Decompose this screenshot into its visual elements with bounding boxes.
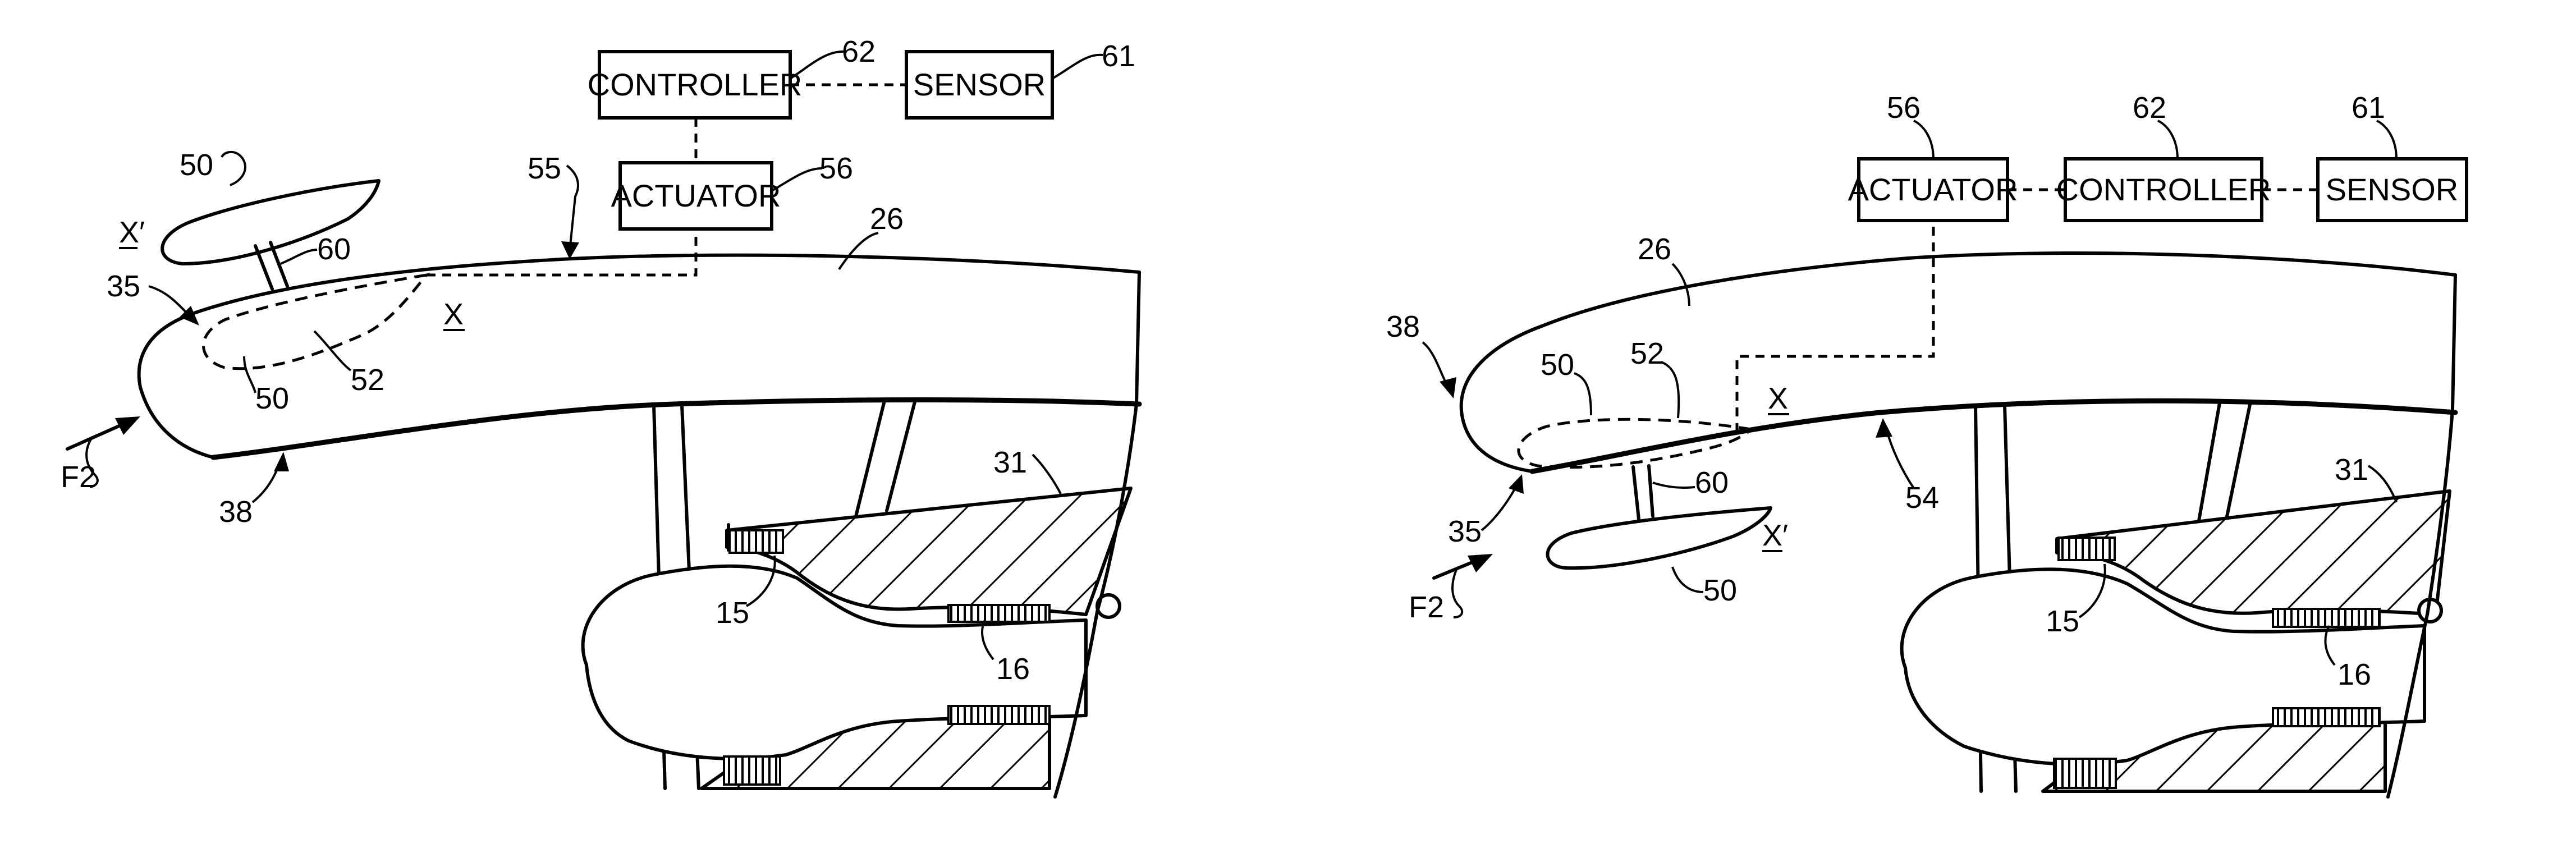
left-arrowhead-55 (561, 241, 579, 259)
right-ref-26: 26 (1638, 232, 1671, 266)
left-ref-38: 38 (219, 495, 253, 529)
right-flow-leader (1452, 570, 1462, 617)
right-ref-52: 52 (1630, 337, 1664, 370)
right-leader-56 (1914, 121, 1933, 159)
right-stowed-vane-outline (1519, 419, 1751, 467)
right-leader-26 (1672, 264, 1689, 306)
right-controller-label: CONTROLLER (2056, 172, 2271, 207)
right-nacelle-26 (1461, 253, 2455, 471)
right-strut-line (2225, 402, 2250, 525)
left-ref-55: 55 (528, 152, 561, 185)
left-controller-label: CONTROLLER (588, 67, 803, 102)
right-actuator-label: ACTUATOR (1848, 172, 2018, 207)
right-fan-blades-15 (2059, 538, 2115, 560)
left-leader-60 (281, 250, 317, 264)
right-fan-blades-lower (2054, 759, 2116, 788)
left-fan-blades-lower (724, 756, 780, 785)
left-ref-52: 52 (351, 363, 384, 397)
right-view: ACTUATOR CONTROLLER SENSOR 56 62 61 26 3… (1386, 91, 2467, 797)
left-guide-vanes-16 (948, 605, 1049, 622)
right-ref-35: 35 (1448, 515, 1482, 548)
left-axis-x: X (443, 297, 464, 331)
left-leader-50 (222, 152, 245, 185)
right-leader-61 (2377, 121, 2396, 159)
right-leader-35 (1482, 483, 1518, 530)
right-axis-x: X (1768, 382, 1788, 415)
right-ref-15: 15 (2046, 604, 2079, 638)
right-guide-vanes-16 (2273, 609, 2380, 627)
right-actuator-link (1737, 222, 1933, 432)
right-deployed-vane-50 (1548, 508, 1771, 568)
right-strut-60 (1649, 466, 1653, 516)
right-leader-62 (2158, 121, 2178, 159)
right-leader-60 (1653, 483, 1695, 488)
left-strut-line (856, 403, 884, 516)
right-leader-52 (1661, 362, 1679, 418)
left-leader-61 (1052, 55, 1103, 79)
right-sensor-label: SENSOR (2326, 172, 2459, 207)
right-flow-arrowhead (1468, 554, 1493, 572)
left-ref-60: 60 (317, 232, 351, 266)
left-arrowhead-38 (274, 452, 289, 471)
right-ref-50b: 50 (1703, 574, 1737, 607)
right-ref-61: 61 (2352, 91, 2385, 125)
right-arrowhead-38 (1440, 377, 1456, 398)
left-nacelle-26 (139, 255, 1139, 457)
right-guide-vanes-lower (2273, 708, 2380, 726)
left-ref-35: 35 (107, 269, 140, 303)
right-ref-56: 56 (1887, 91, 1920, 125)
left-fan-blades-15 (730, 530, 783, 553)
left-guide-vanes-lower (948, 706, 1049, 724)
left-ref-56: 56 (819, 152, 853, 185)
left-leader-55 (567, 166, 578, 251)
left-ref-26: 26 (870, 202, 904, 236)
left-ref-f2: F2 (61, 460, 96, 494)
left-strut-line (887, 402, 915, 511)
right-arrowhead-54 (1876, 418, 1892, 438)
left-leader-26 (839, 233, 878, 269)
left-ref-15: 15 (716, 596, 749, 630)
right-leader-50b (1672, 567, 1703, 592)
right-ref-54: 54 (1905, 481, 1939, 515)
left-ref-50b: 50 (255, 382, 289, 415)
right-ref-31: 31 (2335, 453, 2368, 487)
right-leader-50 (1574, 373, 1591, 415)
left-ref-50: 50 (180, 148, 213, 182)
right-strut-60 (1633, 467, 1639, 519)
left-actuator-label: ACTUATOR (611, 178, 781, 213)
left-axis-x-prime: X′ (119, 216, 145, 249)
right-arrowhead-35 (1509, 474, 1524, 494)
left-ref-62: 62 (842, 35, 876, 68)
left-flow-arrowhead (115, 416, 140, 435)
right-ref-f2: F2 (1409, 590, 1444, 624)
left-ref-16: 16 (996, 652, 1030, 686)
right-strut-line (2197, 403, 2220, 530)
left-ref-31: 31 (993, 446, 1027, 479)
left-ref-61: 61 (1102, 39, 1135, 73)
left-view: CONTROLLER SENSOR ACTUATOR 62 61 56 50 6… (61, 35, 1139, 797)
left-strut-60 (271, 242, 287, 286)
right-ref-16: 16 (2337, 658, 2371, 691)
left-leader-50b (244, 356, 255, 393)
left-flow-arrow (67, 422, 128, 449)
right-ref-38: 38 (1386, 310, 1420, 343)
left-sensor-label: SENSOR (913, 67, 1046, 102)
right-nacelle-inner-surface (1532, 401, 2455, 471)
left-leader-31 (1033, 455, 1061, 494)
right-ref-50: 50 (1541, 348, 1574, 382)
right-ref-60: 60 (1695, 466, 1729, 499)
right-axis-x-prime: X′ (1762, 519, 1788, 552)
left-stowed-vane-outline (204, 275, 427, 369)
right-ref-62: 62 (2133, 91, 2166, 125)
